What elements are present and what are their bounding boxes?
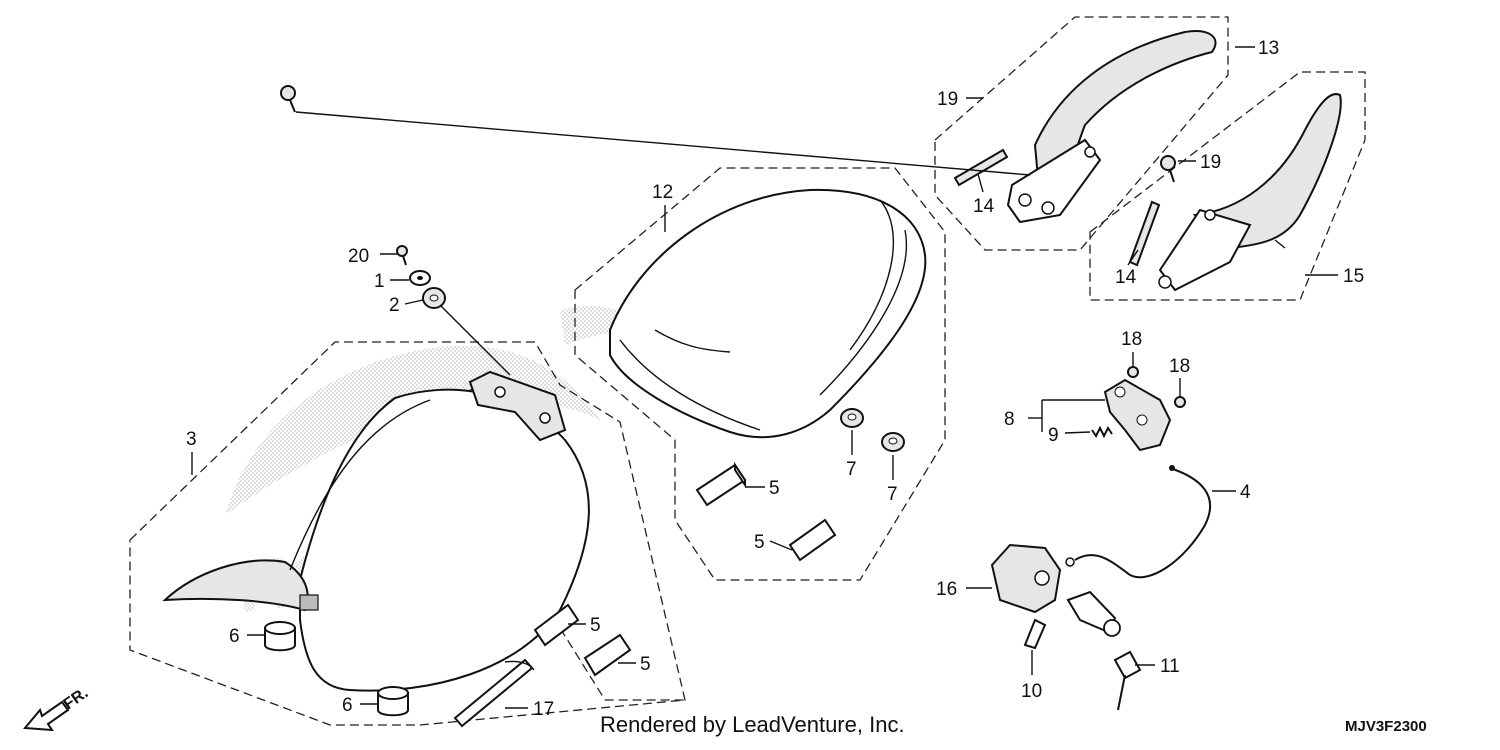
- front-direction-arrow: FR.: [22, 685, 91, 732]
- seat-lock-cable-4: [1065, 465, 1211, 579]
- group-box-rear-seat: [574, 167, 946, 581]
- credit-text: Rendered by LeadVenture, Inc.: [600, 712, 905, 737]
- callout-2: 2: [389, 295, 400, 316]
- callout-7a: 7: [846, 459, 857, 480]
- callout-19b: 19: [1200, 152, 1221, 173]
- washer-1: [409, 270, 431, 286]
- cushion-6a: [264, 621, 296, 652]
- bolt-20: [396, 245, 408, 266]
- collar-left: [1128, 200, 1161, 267]
- callout-16: 16: [936, 579, 957, 600]
- callout-18b: 18: [1169, 356, 1190, 377]
- callout-11: 11: [1160, 656, 1180, 677]
- rear-seat: [609, 188, 927, 439]
- callout-6a: 6: [229, 626, 240, 647]
- callout-7b: 7: [887, 484, 898, 505]
- callout-17: 17: [533, 699, 554, 720]
- seat-rubber-5b: [788, 518, 837, 562]
- callout-8: 8: [1004, 409, 1015, 430]
- callout-15: 15: [1343, 266, 1364, 287]
- seat-catch-8: [1103, 378, 1172, 452]
- seat-rubber-5c: [533, 603, 580, 647]
- callout-5c: 5: [590, 615, 601, 636]
- clip-10: [1023, 618, 1047, 650]
- group-box-grab-rail-right: [934, 16, 1229, 251]
- strap-17: [453, 658, 535, 728]
- callout-12: 12: [652, 182, 673, 203]
- nut-7a: [840, 408, 864, 428]
- callout-4: 4: [1240, 482, 1251, 503]
- grab-rail-right: [1006, 30, 1217, 224]
- callout-14a: 14: [973, 196, 995, 217]
- bolt-18b: [1174, 396, 1186, 408]
- cushion-6b: [377, 686, 409, 717]
- nut-2: [422, 287, 446, 309]
- spring-9: [1091, 425, 1113, 439]
- seat-lock-16: [990, 543, 1062, 614]
- group-box-front-seat: [129, 341, 686, 726]
- callout-3: 3: [186, 429, 197, 450]
- grab-rail-left: [1158, 93, 1342, 292]
- key-cylinder-11: [1066, 590, 1142, 711]
- callout-5d: 5: [640, 654, 651, 675]
- bolt-19a: [280, 85, 296, 113]
- bolt-18a: [1127, 366, 1139, 378]
- front-seat: [162, 370, 590, 692]
- callout-5a: 5: [769, 478, 780, 499]
- bolt-19b: [1160, 155, 1176, 183]
- seat-rubber-5a: [695, 461, 747, 507]
- nut-7b: [881, 432, 905, 452]
- callout-19a: 19: [937, 89, 958, 110]
- diagram-code: MJV3F2300: [1345, 718, 1427, 735]
- callout-1: 1: [374, 271, 385, 292]
- callout-14b: 14: [1115, 267, 1137, 288]
- callout-9: 9: [1048, 425, 1059, 446]
- callout-13: 13: [1258, 38, 1279, 59]
- callout-18a: 18: [1121, 329, 1142, 350]
- group-box-grab-rail-left: [1089, 71, 1366, 301]
- callout-20: 20: [348, 246, 369, 267]
- collar-right: [953, 148, 1009, 187]
- callout-10: 10: [1021, 681, 1042, 702]
- leader-lines: [191, 46, 1338, 709]
- seat-rubber-5d: [583, 633, 632, 677]
- callout-6b: 6: [342, 695, 353, 716]
- callout-5b: 5: [754, 532, 765, 553]
